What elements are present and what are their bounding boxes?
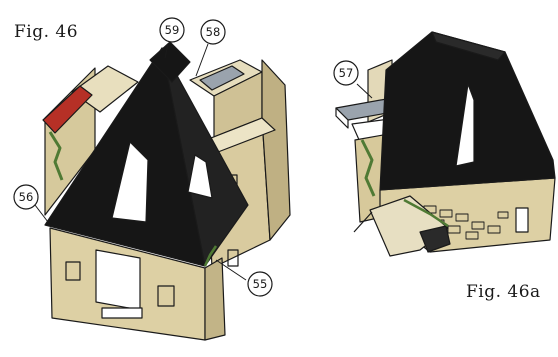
- figure-title: Fig. 46a: [466, 282, 541, 302]
- white-opening-front: [96, 250, 140, 310]
- callout-57: 57: [334, 61, 358, 85]
- callout-label: 58: [206, 25, 221, 39]
- leader-58: [196, 44, 208, 76]
- figure-title: Fig. 46: [14, 22, 78, 42]
- callout-label: 56: [19, 190, 34, 204]
- gable-door: [516, 208, 528, 232]
- fig-46-illustration: [43, 42, 290, 340]
- doorstep: [102, 308, 142, 318]
- front-wall-right: [205, 258, 225, 340]
- callout-label: 57: [339, 66, 354, 80]
- callout-58: 58: [201, 20, 225, 44]
- callout-label: 59: [165, 23, 180, 37]
- callout-56: 56: [14, 185, 38, 209]
- callout-label: 55: [253, 277, 268, 291]
- fig-46a-illustration: [336, 32, 555, 256]
- callout-59: 59: [160, 18, 184, 42]
- callout-55: 55: [248, 272, 272, 296]
